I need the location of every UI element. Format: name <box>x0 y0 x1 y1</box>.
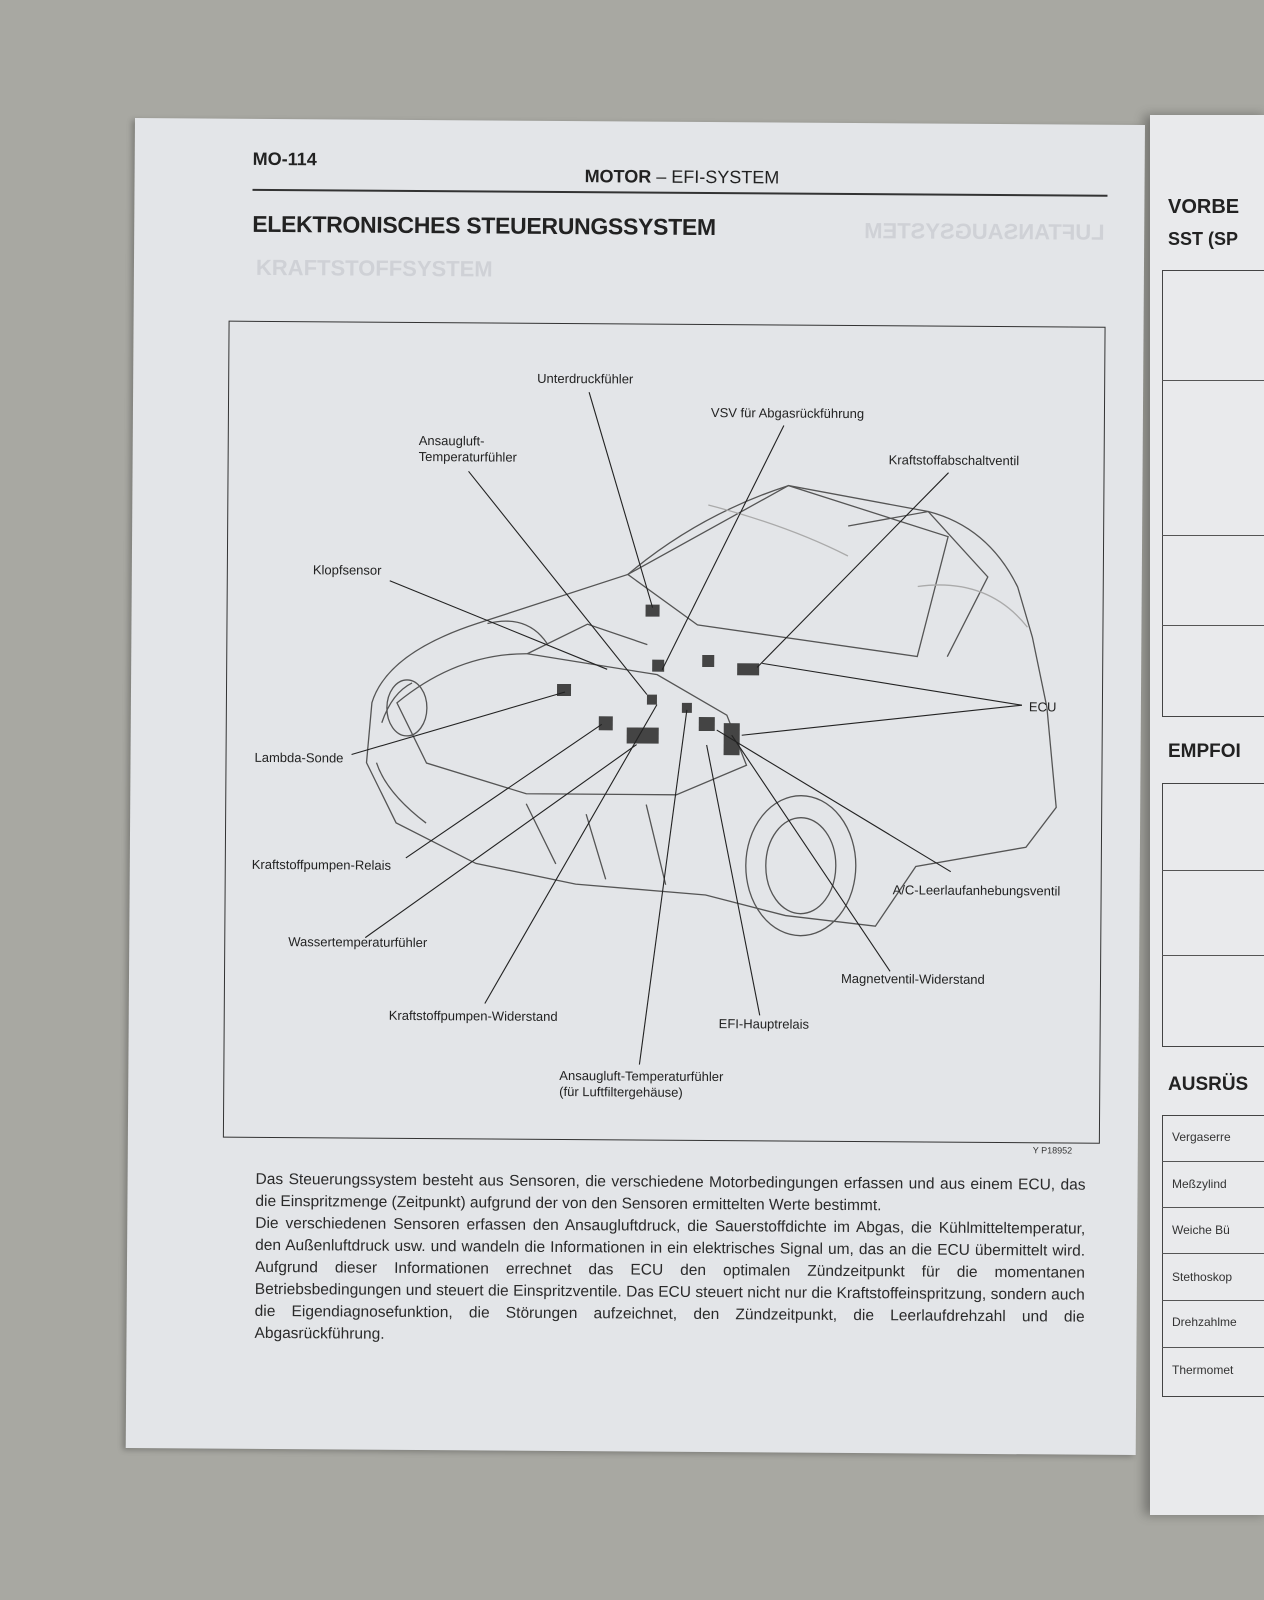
car-illustration <box>351 392 1057 1065</box>
table-divider <box>1162 870 1264 871</box>
table-divider <box>1162 1347 1264 1348</box>
label-ansaugluft-temperaturfuehler: Ansaugluft-Temperaturfühler <box>419 433 518 466</box>
equipment-table <box>1162 1115 1264 1397</box>
label-kraftstoffabschaltventil: Kraftstoffabschaltventil <box>888 452 1020 469</box>
component-diagram: Unterdruckfühler VSV für Abgasrückführun… <box>222 320 1106 1144</box>
manual-page: MO-114 MOTOR – EFI-SYSTEM LUFTANSAUGSYST… <box>125 118 1145 1456</box>
facing-subheading: SST (SP <box>1168 229 1239 249</box>
sst-table <box>1162 270 1264 717</box>
label-line: Ansaugluft-Temperaturfühler <box>559 1067 724 1085</box>
label-line: Temperaturfühler <box>418 448 517 465</box>
equipment-item: Stethoskop <box>1172 1270 1233 1284</box>
table-divider <box>1162 1300 1264 1301</box>
label-ecu: ECU <box>1028 699 1057 715</box>
label-vsv: VSV für Abgasrückführung <box>710 405 865 422</box>
label-kraftstoffpumpen-relais: Kraftstoffpumpen-Relais <box>251 856 392 873</box>
recommended-table <box>1162 783 1264 1047</box>
table-divider <box>1162 380 1264 381</box>
paragraph: Das Steuerungssystem besteht aus Sensore… <box>255 1170 1086 1215</box>
equipment-item: Meßzylind <box>1172 1177 1227 1191</box>
component-markers <box>556 604 760 756</box>
body-text: Das Steuerungssystem besteht aus Sensore… <box>254 1169 1085 1351</box>
label-klopfsensor: Klopfsensor <box>312 562 382 578</box>
label-wassertemperaturfuehler: Wassertemperaturfühler <box>288 934 428 951</box>
equipment-item: Weiche Bü <box>1172 1223 1230 1237</box>
page-number: MO-114 <box>252 148 317 170</box>
label-line: (für Luftfiltergehäuse) <box>559 1083 683 1100</box>
table-divider <box>1162 1161 1264 1162</box>
table-divider <box>1162 1253 1264 1254</box>
label-line: Ansaugluft- <box>418 432 485 449</box>
header-rule <box>252 188 1108 197</box>
label-ansaugluft-luftfilter: Ansaugluft-Temperaturfühler(für Luftfilt… <box>559 1068 723 1101</box>
facing-heading-3: AUSRÜS <box>1168 1074 1249 1095</box>
bleedthrough-text: LUFTANSAUGSYSTEM <box>864 218 1105 245</box>
label-lambda-sonde: Lambda-Sonde <box>254 749 344 766</box>
facing-page: VORBE SST (SP EMPFOI AUSRÜS Vergaserre M… <box>1150 115 1264 1515</box>
label-efi-hauptrelais: EFI-Hauptrelais <box>718 1016 810 1032</box>
table-divider <box>1162 1207 1264 1208</box>
section-name: MOTOR <box>584 166 652 187</box>
section-header: MOTOR – EFI-SYSTEM <box>585 166 780 188</box>
car-outline <box>365 484 1057 937</box>
label-ac-leerlaufanhebungsventil: A/C-Leerlaufanhebungsventil <box>892 882 1061 899</box>
label-magnetventil-widerstand: Magnetventil-Widerstand <box>840 970 985 987</box>
facing-heading: VORBE <box>1168 196 1240 218</box>
equipment-item: Vergaserre <box>1172 1130 1231 1144</box>
table-divider <box>1162 625 1264 626</box>
leader-lines <box>351 392 1023 1065</box>
label-kraftstoffpumpen-widerstand: Kraftstoffpumpen-Widerstand <box>388 1007 558 1024</box>
figure-id: Y P18952 <box>1032 1145 1073 1156</box>
table-divider <box>1162 955 1264 956</box>
page-title: ELEKTRONISCHES STEUERUNGSSYSTEM <box>252 210 716 241</box>
paragraph: Die verschiedenen Sensoren erfassen den … <box>254 1214 1086 1343</box>
section-subtitle: – EFI-SYSTEM <box>651 166 780 188</box>
facing-heading-2: EMPFOI <box>1168 741 1241 762</box>
equipment-item: Drehzahlme <box>1172 1315 1237 1329</box>
label-unterdruckfuehler: Unterdruckfühler <box>537 370 634 387</box>
bleedthrough-text: KRAFTSTOFFSYSTEM <box>255 254 493 282</box>
equipment-item: Thermomet <box>1172 1363 1234 1377</box>
table-divider <box>1162 535 1264 536</box>
